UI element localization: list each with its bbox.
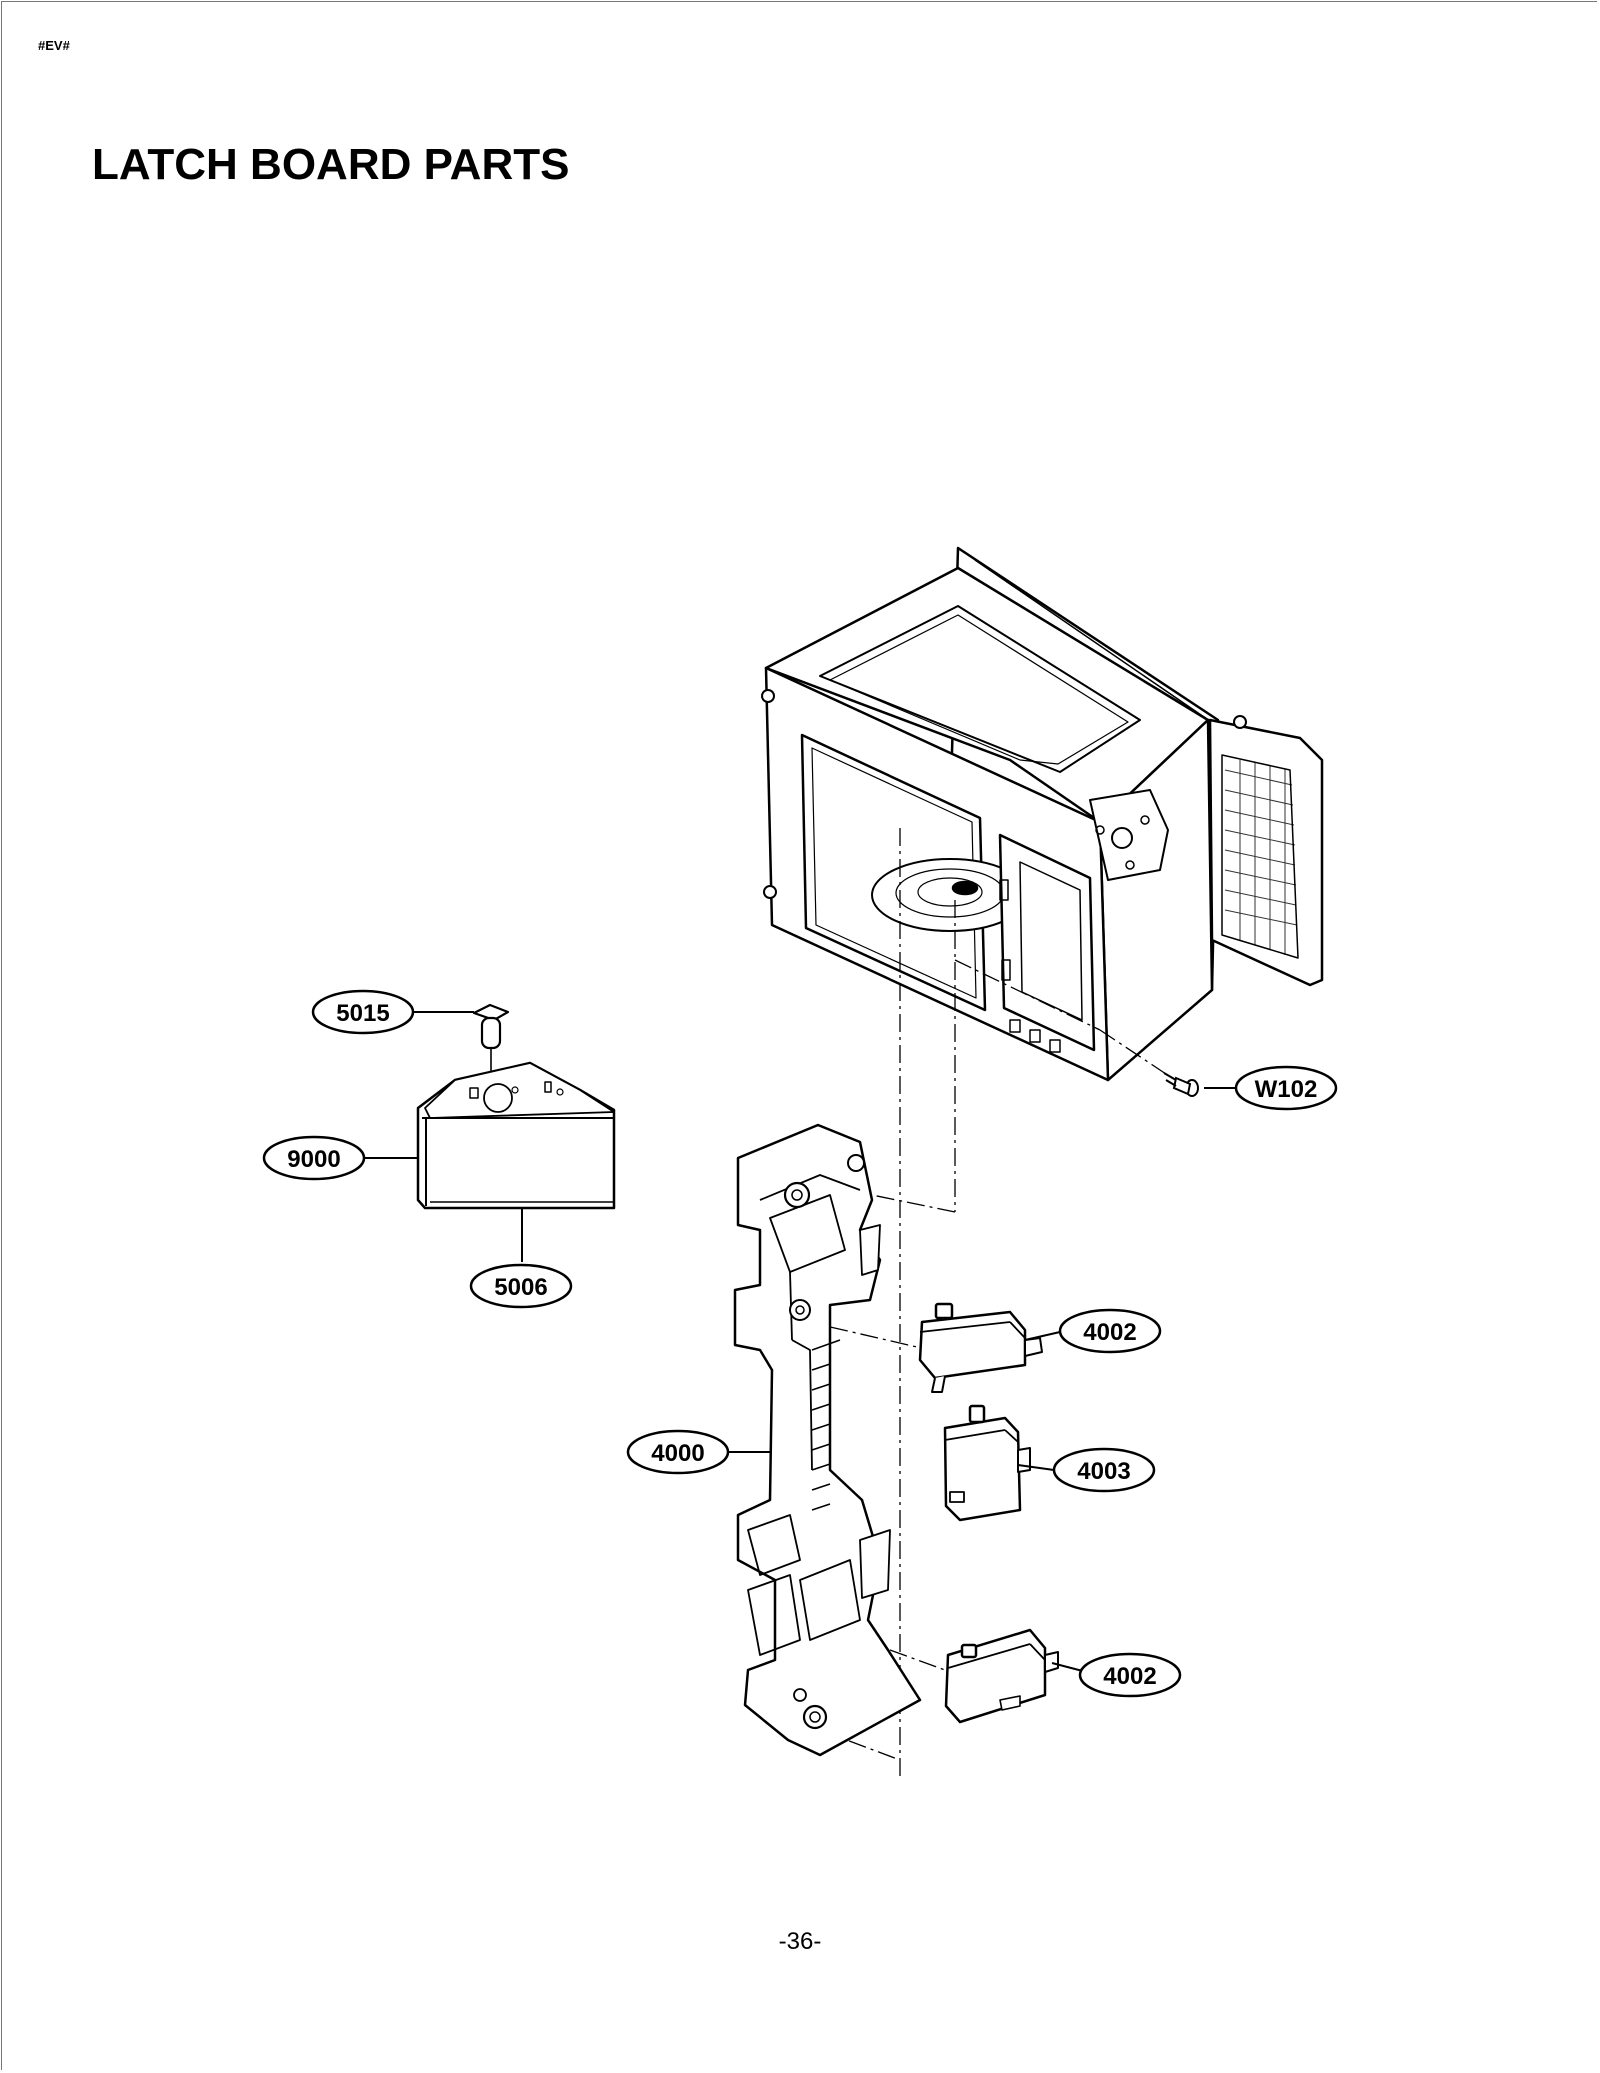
page-number: -36- [778, 1928, 822, 1955]
micro-switch-4003 [943, 1404, 1031, 1522]
callout-4000: 4000 [626, 1429, 730, 1475]
callout-4000-label: 4000 [651, 1440, 704, 1467]
callout-5006-label: 5006 [494, 1274, 547, 1301]
cavity-assembly [761, 546, 1324, 1082]
callout-5015-label: 5015 [336, 1000, 389, 1027]
document-code: #EV# [38, 38, 70, 53]
callout-w102-label: W102 [1255, 1076, 1318, 1103]
latch-housing-9000 [416, 1061, 616, 1210]
micro-switch-4002-top [918, 1302, 1043, 1393]
callout-9000-label: 9000 [287, 1146, 340, 1173]
callout-4003: 4003 [1052, 1447, 1156, 1493]
screw-w102 [1163, 1072, 1236, 1097]
page-title: LATCH BOARD PARTS [92, 140, 570, 189]
callout-5015: 5015 [311, 989, 415, 1035]
callout-4002-bottom-label: 4002 [1103, 1663, 1156, 1690]
callout-9000: 9000 [262, 1135, 366, 1181]
micro-switch-4002-bottom [944, 1628, 1059, 1724]
callout-4002-top-label: 4002 [1083, 1319, 1136, 1346]
callout-5006: 5006 [469, 1263, 573, 1309]
callout-4003-label: 4003 [1077, 1458, 1130, 1485]
callout-w102: W102 [1234, 1065, 1338, 1111]
latch-board-4000 [733, 1123, 922, 1757]
callout-4002-bottom: 4002 [1078, 1652, 1182, 1698]
callout-4002-top: 4002 [1058, 1308, 1162, 1354]
